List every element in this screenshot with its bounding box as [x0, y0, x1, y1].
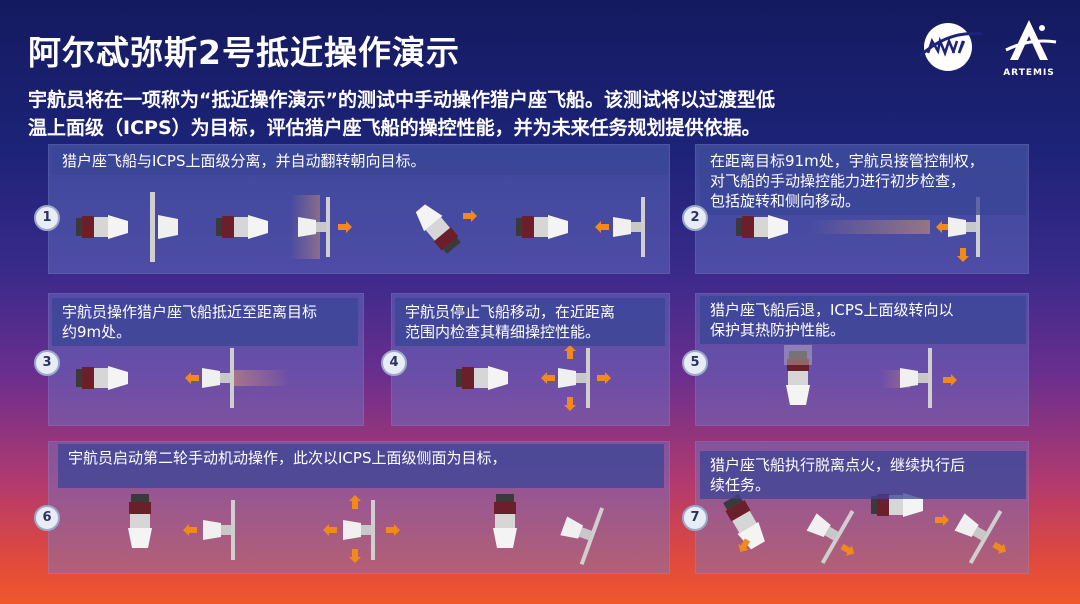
- nasa-logo-icon: [918, 23, 983, 71]
- caption-line: 猎户座飞船执行脱离点火，继续执行后: [710, 456, 966, 474]
- intro-line: 温上面级（ICPS）为目标，评估猎户座飞船的操控性能，并为未来任务规划提供依据。: [28, 117, 761, 139]
- step-4-number: 4: [381, 350, 407, 376]
- step-1-illustration: [76, 192, 645, 262]
- step-7-number: 7: [682, 505, 708, 531]
- artemis-wordmark: ARTEMIS: [1003, 68, 1055, 78]
- intro-text: 宇航员将在一项称为“抵近操作演示”的测试中手动操作猎户座飞船。该测试将以过渡型低…: [28, 86, 928, 142]
- step-5-illustration: [784, 345, 957, 408]
- caption-line: 保护其热防护性能。: [710, 321, 846, 339]
- step-4-illustration: [456, 345, 611, 411]
- step-2-number: 2: [682, 205, 708, 231]
- step-4-caption: 宇航员停止飞船移动，在近距离 范围内检查其精细操控性能。: [395, 298, 665, 346]
- artemis-logo: ARTEMIS: [996, 16, 1062, 78]
- intro-line: 宇航员将在一项称为“抵近操作演示”的测试中手动操作猎户座飞船。该测试将以过渡型低: [28, 89, 775, 111]
- caption-line: 猎户座飞船与ICPS上面级分离，并自动翻转朝向目标。: [62, 152, 426, 170]
- step-6-caption: 宇航员启动第二轮手动机动操作，此次以ICPS上面级侧面为目标，: [58, 444, 664, 488]
- step-3-number: 3: [34, 350, 60, 376]
- step-2-caption: 在距离目标91m处，宇航员接管控制权， 对飞船的手动操控能力进行初步检查， 包括…: [700, 147, 1026, 215]
- caption-line: 猎户座飞船后退，ICPS上面级转向以: [710, 301, 954, 319]
- step-3-illustration: [76, 348, 290, 408]
- caption-line: 范围内检查其精细操控性能。: [405, 323, 601, 341]
- caption-line: 宇航员操作猎户座飞船抵近至距离目标: [62, 303, 318, 321]
- step-7-illustration: [720, 492, 1010, 564]
- step-2-illustration: [736, 197, 980, 262]
- slide-title: 阿尔忒弥斯2号抵近操作演示: [28, 33, 460, 72]
- step-1-caption: 猎户座飞船与ICPS上面级分离，并自动翻转朝向目标。: [52, 147, 668, 175]
- caption-line: 在距离目标91m处，宇航员接管控制权，: [710, 152, 984, 170]
- step-5-number: 5: [682, 350, 708, 376]
- artemis-a-icon: [1005, 20, 1057, 60]
- step-6-illustration: [128, 494, 605, 566]
- caption-line: 宇航员启动第二轮手动机动操作，此次以ICPS上面级侧面为目标，: [68, 449, 507, 467]
- caption-line: 宇航员停止飞船移动，在近距离: [405, 303, 616, 321]
- caption-line: 包括旋转和侧向移动。: [710, 192, 861, 210]
- step-3-caption: 宇航员操作猎户座飞船抵近至距离目标 约9m处。: [52, 298, 358, 346]
- step-1-number: 1: [34, 205, 60, 231]
- step-7-caption: 猎户座飞船执行脱离点火，继续执行后 续任务。: [700, 451, 1026, 499]
- step-5-caption: 猎户座飞船后退，ICPS上面级转向以 保护其热防护性能。: [700, 296, 1026, 344]
- caption-line: 约9m处。: [62, 323, 132, 341]
- caption-line: 对飞船的手动操控能力进行初步检查，: [710, 172, 966, 190]
- step-6-number: 6: [34, 505, 60, 531]
- caption-line: 续任务。: [710, 476, 771, 494]
